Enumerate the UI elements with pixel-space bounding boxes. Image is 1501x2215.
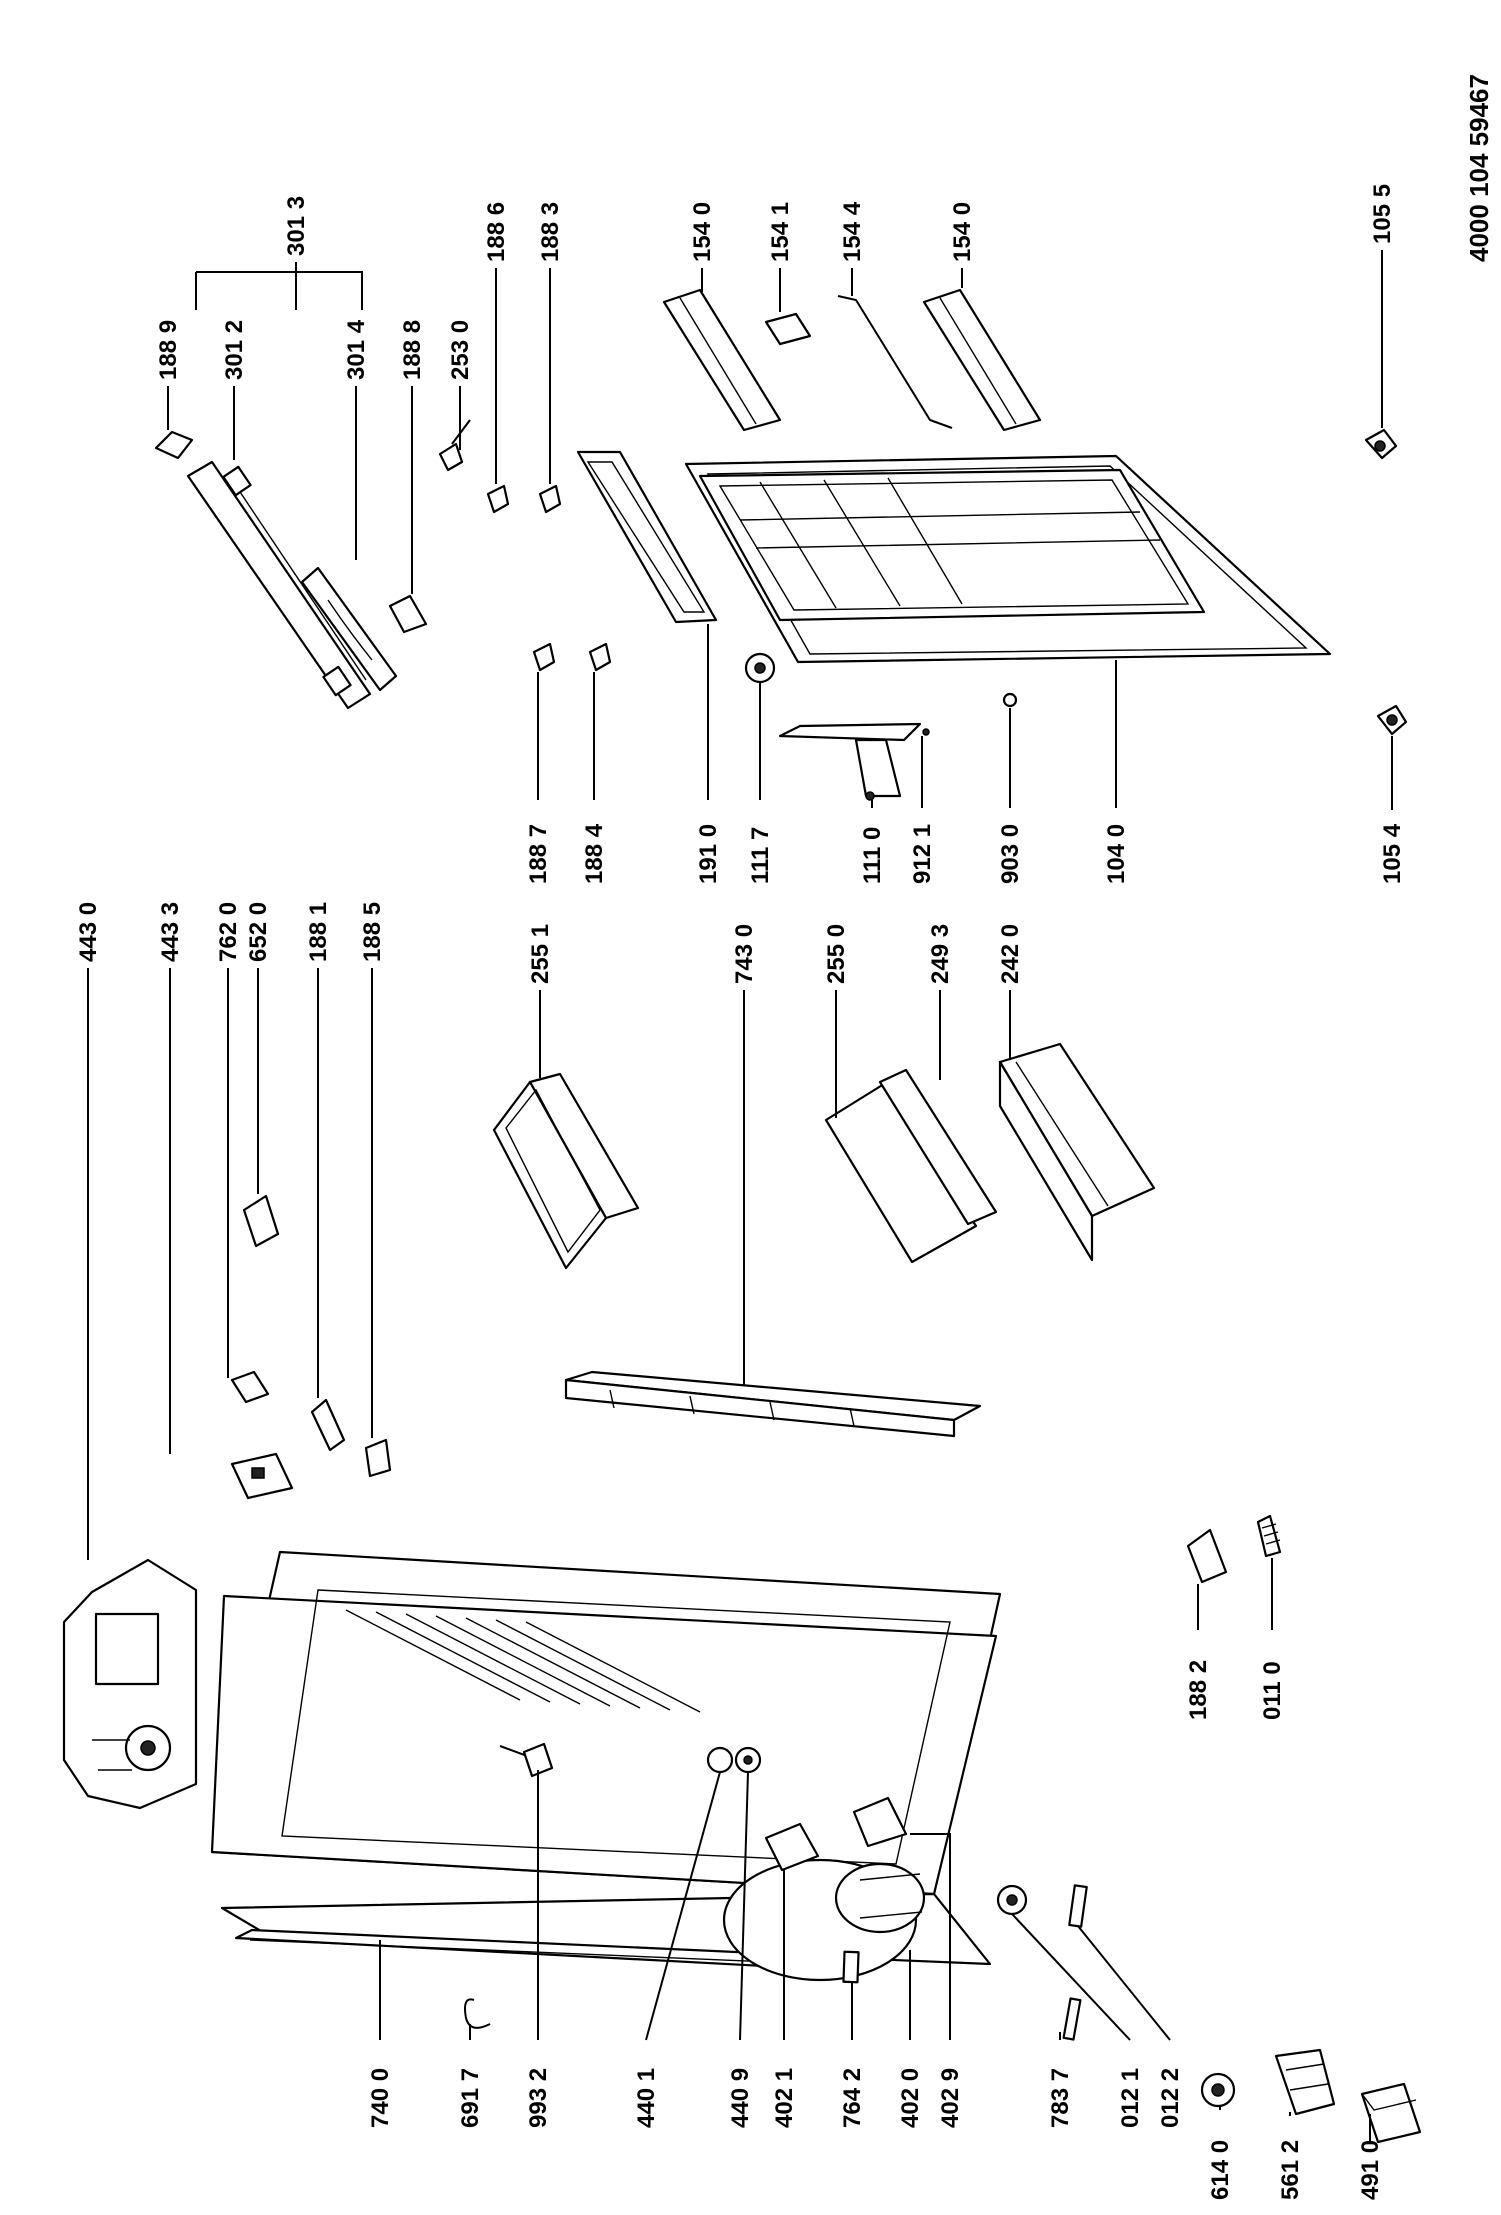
label-6520: 652 0 bbox=[245, 902, 272, 962]
label-1117: 111 7 bbox=[747, 827, 774, 884]
shelves-and-crisper bbox=[492, 1042, 1156, 1438]
label-9932: 993 2 bbox=[525, 2068, 552, 2128]
label-4430: 443 0 bbox=[75, 902, 102, 962]
label-1889: 188 9 bbox=[155, 320, 182, 380]
label-2550: 255 0 bbox=[823, 924, 850, 984]
label-7400: 740 0 bbox=[367, 2068, 394, 2128]
label-4029: 402 9 bbox=[937, 2068, 964, 2128]
label-1910: 191 0 bbox=[695, 824, 722, 884]
label-7430: 743 0 bbox=[731, 924, 758, 984]
label-0121: 012 1 bbox=[1117, 2068, 1144, 2128]
fan-and-electronics bbox=[62, 1194, 392, 1810]
adjustable-feet bbox=[1364, 428, 1408, 736]
label-2530: 253 0 bbox=[447, 320, 474, 380]
cabinet bbox=[210, 1550, 1002, 2029]
label-1888: 188 8 bbox=[399, 320, 426, 380]
label-9121: 912 1 bbox=[909, 824, 936, 884]
label-1055: 105 5 bbox=[1369, 184, 1396, 244]
label-1886: 188 6 bbox=[483, 202, 510, 262]
label-1883: 188 3 bbox=[537, 202, 564, 262]
label-4433: 443 3 bbox=[157, 902, 184, 962]
label-4910: 491 0 bbox=[1357, 2140, 1384, 2200]
label-2493: 249 3 bbox=[927, 924, 954, 984]
label-3013: 301 3 bbox=[283, 196, 310, 256]
label-1881: 188 1 bbox=[305, 902, 332, 962]
label-1540b: 154 0 bbox=[949, 202, 976, 262]
label-4409: 440 9 bbox=[727, 2068, 754, 2128]
label-6140: 614 0 bbox=[1207, 2140, 1234, 2200]
label-9030: 903 0 bbox=[997, 824, 1024, 884]
label-1544: 154 4 bbox=[839, 201, 866, 262]
label-4021: 402 1 bbox=[771, 2068, 798, 2128]
label-6917: 691 7 bbox=[457, 2068, 484, 2128]
label-7642: 764 2 bbox=[839, 2068, 866, 2128]
label-0110: 011 0 bbox=[1259, 1661, 1286, 1720]
label-7620: 762 0 bbox=[215, 902, 242, 962]
control-panel-group bbox=[154, 262, 471, 710]
label-1882: 188 2 bbox=[1185, 1660, 1212, 1720]
label-4020: 402 0 bbox=[897, 2068, 924, 2128]
label-7837: 783 7 bbox=[1047, 2068, 1074, 2128]
label-2551: 255 1 bbox=[527, 924, 554, 984]
label-1054: 105 4 bbox=[1379, 823, 1406, 884]
label-3012: 301 2 bbox=[221, 320, 248, 380]
label-2420: 242 0 bbox=[997, 924, 1024, 984]
door-small-parts bbox=[486, 450, 776, 684]
door-assembly bbox=[662, 288, 1332, 801]
label-1110: 111 0 bbox=[859, 827, 886, 884]
label-3014: 301 4 bbox=[343, 319, 370, 380]
document-number: 4000 104 59467 bbox=[1464, 74, 1494, 262]
label-5612: 561 2 bbox=[1277, 2140, 1304, 2200]
label-1040: 104 0 bbox=[1103, 824, 1130, 884]
label-4401: 440 1 bbox=[633, 2068, 660, 2128]
label-0122: 012 2 bbox=[1157, 2068, 1184, 2128]
label-1885: 188 5 bbox=[359, 902, 386, 962]
label-1540a: 154 0 bbox=[689, 202, 716, 262]
label-1541: 154 1 bbox=[767, 202, 794, 262]
label-1887: 188 7 bbox=[525, 824, 552, 884]
bottom-right-parts bbox=[996, 1514, 1422, 2144]
part-number-labels: 301 3 188 9 301 2 301 4 188 8 253 0 188 … bbox=[75, 184, 1406, 2200]
label-1884: 188 4 bbox=[581, 823, 608, 884]
